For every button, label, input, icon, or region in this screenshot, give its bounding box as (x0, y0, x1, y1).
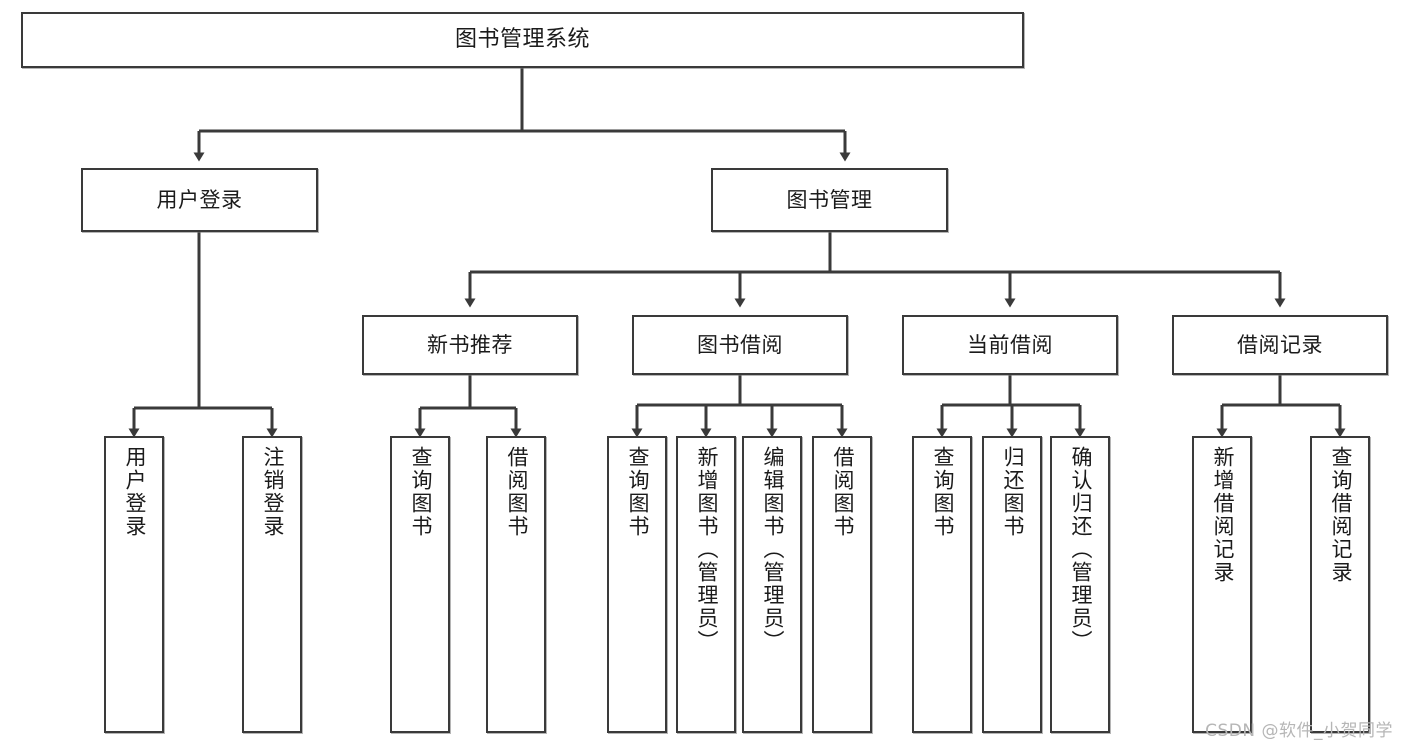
node-book-management[interactable]: 图书管理 (711, 168, 948, 232)
node-label: 图书管理系统 (454, 27, 590, 53)
leaf-query-book-borrow[interactable]: 查询图书 (607, 436, 667, 733)
node-label: 新书推荐 (427, 332, 513, 357)
node-label: 当前借阅 (967, 332, 1053, 357)
node-label: 图书管理 (786, 187, 873, 212)
node-label: 查询图书 (625, 446, 650, 538)
leaf-borrow-book[interactable]: 借阅图书 (812, 436, 872, 733)
leaf-edit-book-admin[interactable]: 编辑图书（管理员） (742, 436, 802, 733)
leaf-query-book-recommend[interactable]: 查询图书 (390, 436, 450, 733)
node-book-borrow[interactable]: 图书借阅 (632, 315, 848, 375)
node-label: 用户登录 (122, 446, 147, 538)
csdn-watermark: CSDN @软件_小贺同学 (1205, 721, 1393, 741)
node-label: 查询图书 (930, 446, 955, 538)
node-current-borrow[interactable]: 当前借阅 (902, 315, 1118, 375)
node-root-book-management-system[interactable]: 图书管理系统 (21, 12, 1024, 68)
leaf-user-login[interactable]: 用户登录 (104, 436, 164, 733)
node-label: 用户登录 (156, 187, 243, 212)
leaf-confirm-return-admin[interactable]: 确认归还（管理员） (1050, 436, 1110, 733)
node-label: 新增图书（管理员） (694, 446, 719, 653)
node-label: 确认归还（管理员） (1068, 446, 1093, 653)
leaf-query-borrow-record[interactable]: 查询借阅记录 (1310, 436, 1370, 733)
node-borrow-record[interactable]: 借阅记录 (1172, 315, 1388, 375)
leaf-query-book-current[interactable]: 查询图书 (912, 436, 972, 733)
node-label: 借阅图书 (504, 446, 529, 538)
node-label: 注销登录 (260, 446, 285, 538)
node-label: 编辑图书（管理员） (760, 446, 785, 653)
leaf-borrow-book-recommend[interactable]: 借阅图书 (486, 436, 546, 733)
node-label: 借阅记录 (1237, 332, 1323, 357)
node-label: 查询图书 (408, 446, 433, 538)
leaf-add-book-admin[interactable]: 新增图书（管理员） (676, 436, 736, 733)
leaf-add-borrow-record[interactable]: 新增借阅记录 (1192, 436, 1252, 733)
leaf-return-book[interactable]: 归还图书 (982, 436, 1042, 733)
leaf-logout[interactable]: 注销登录 (242, 436, 302, 733)
node-new-book-recommend[interactable]: 新书推荐 (362, 315, 578, 375)
node-label: 归还图书 (1000, 446, 1025, 538)
node-label: 查询借阅记录 (1328, 446, 1353, 584)
node-label: 借阅图书 (830, 446, 855, 538)
node-user-login[interactable]: 用户登录 (81, 168, 318, 232)
node-label: 图书借阅 (697, 332, 783, 357)
node-label: 新增借阅记录 (1210, 446, 1235, 584)
